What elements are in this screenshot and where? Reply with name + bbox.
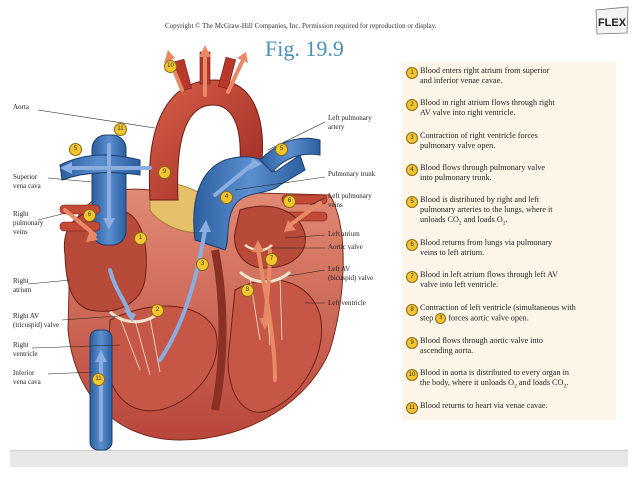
step-number: 4 [406,164,418,176]
label-superior-vena-cava-2: vena cava [13,182,41,190]
step-text: into pulmonary trunk. [420,173,492,182]
label-left-pulmonary-veins-1: Left pulmonary [328,192,372,200]
label-right-atrium-2: atrium [13,286,32,294]
label-superior-vena-cava-1: Superior [13,173,38,181]
label-left-atrium: Left atrium [328,230,360,238]
badge-step-11-bottom: 11 [92,373,105,386]
step-number: 7 [406,271,418,283]
subscript: 2 [502,220,506,227]
badge-step-6-left: 6 [283,195,296,208]
badge-step-3: 3 [196,258,209,271]
inline-step-number: 3 [435,313,447,324]
label-left-av-valve-2: (bicuspid) valve [328,274,374,282]
step-text: and loads CO [516,378,564,387]
copyright-notice: Copyright © The McGraw-Hill Companies, I… [165,22,437,30]
badge-step-2: 2 [151,304,164,317]
subscript: 2 [458,220,462,227]
label-aortic-valve: Aortic valve [328,243,363,251]
badge-step-4: 4 [220,191,233,204]
label-inferior-vena-cava-1: Inferior [13,369,35,377]
step-text: AV valve into right ventricle. [420,108,516,117]
flex-logo: FLEX [595,6,629,35]
figure-title: Fig. 19.9 [265,36,344,61]
step-text: the body, where it unloads O [420,378,515,387]
label-right-pulmonary-veins-2: pulmonary [13,219,44,227]
step-text: pulmonary valve open. [420,141,496,150]
label-leader-lines [27,109,326,375]
badge-step-10: 10 [164,60,177,73]
label-left-av-valve-1: Left AV [328,265,351,273]
oxygenated-arrowheads [86,45,296,330]
flex-logo-text: FLEX [598,17,627,29]
step-number: 1 [406,67,418,79]
label-left-pulmonary-artery-1: Left pulmonary [328,114,372,122]
step-text: Blood in right atrium flows through righ… [420,98,555,107]
step-text: Blood flows through pulmonary valve [420,163,546,172]
step-text: valve into left ventricle. [420,280,499,289]
label-right-pulmonary-veins-3: veins [13,228,28,236]
badge-step-5-left: 5 [275,143,288,156]
step-text: and loads O [461,215,503,224]
step-number: 11 [406,402,418,414]
step-text: and inferior venae cavae. [420,76,503,85]
label-left-ventricle: Left ventricle [328,299,366,307]
step-text: Blood returns to heart via venae cavae. [420,401,548,410]
label-inferior-vena-cava-2: vena cava [13,378,41,386]
step-text: Blood flows through aortic valve into [420,336,544,345]
step-text: Blood enters right atrium from superior [420,66,550,75]
aorta [148,79,263,201]
label-right-av-valve-2: (tricuspid) valve [13,321,60,329]
subscript: 2 [514,383,517,390]
badge-step-1: 1 [134,232,147,245]
step-text: ascending aorta. [420,346,474,355]
badge-step-5-right: 5 [69,143,82,156]
label-right-ventricle-1: Right [13,341,29,349]
step-text: . [566,378,569,387]
badge-step-8: 8 [241,284,254,297]
step-number: 10 [406,369,418,381]
label-aorta: Aorta [13,103,29,111]
step-number: 5 [406,196,418,208]
deoxygenated-arrowheads [60,158,262,362]
step-text: veins to left atrium. [420,248,485,257]
step-number: 9 [406,337,418,349]
septum [211,249,227,411]
step-number: 3 [406,132,418,144]
step-text: Contraction of left ventricle (simultane… [420,303,576,312]
subscript: 2 [563,383,567,390]
steps-panel: 1 Blood enters right atrium from superio… [402,62,616,420]
step-number: 6 [406,239,418,251]
badge-step-9: 9 [158,166,171,179]
badge-step-6-right: 6 [83,209,96,222]
aortic-branch [217,56,237,90]
label-pulmonary-trunk: Pulmonary trunk [328,170,376,178]
step-text: Blood returns from lungs via pulmonary [420,238,553,247]
step-text: Contraction of right ventricle forces [420,131,538,140]
label-right-av-valve-1: Right AV [13,312,40,320]
label-right-atrium-1: Right [13,277,29,285]
label-left-pulmonary-veins-2: veins [328,201,343,209]
step-number: 2 [406,99,418,111]
step-text: step [420,313,436,323]
badge-step-7: 7 [265,253,278,266]
step-text: unloads CO [420,215,459,224]
step-text: Blood in aorta is distributed to every o… [420,368,570,377]
badge-step-11-top: 11 [114,123,127,136]
label-left-pulmonary-artery-2: artery [328,123,345,131]
bottom-bar [10,450,628,467]
label-right-pulmonary-veins-1: Right [13,210,29,218]
step-text: pulmonary arteries to the lungs, where i… [420,205,553,214]
step-text: . [505,215,508,224]
step-number: 8 [406,304,418,316]
step-text: Blood in left atrium flows through left … [420,270,558,279]
label-right-ventricle-2: ventricle [13,350,38,358]
step-text: Blood is distributed by right and left [420,195,540,204]
step-text: forces aortic valve open. [446,313,529,323]
